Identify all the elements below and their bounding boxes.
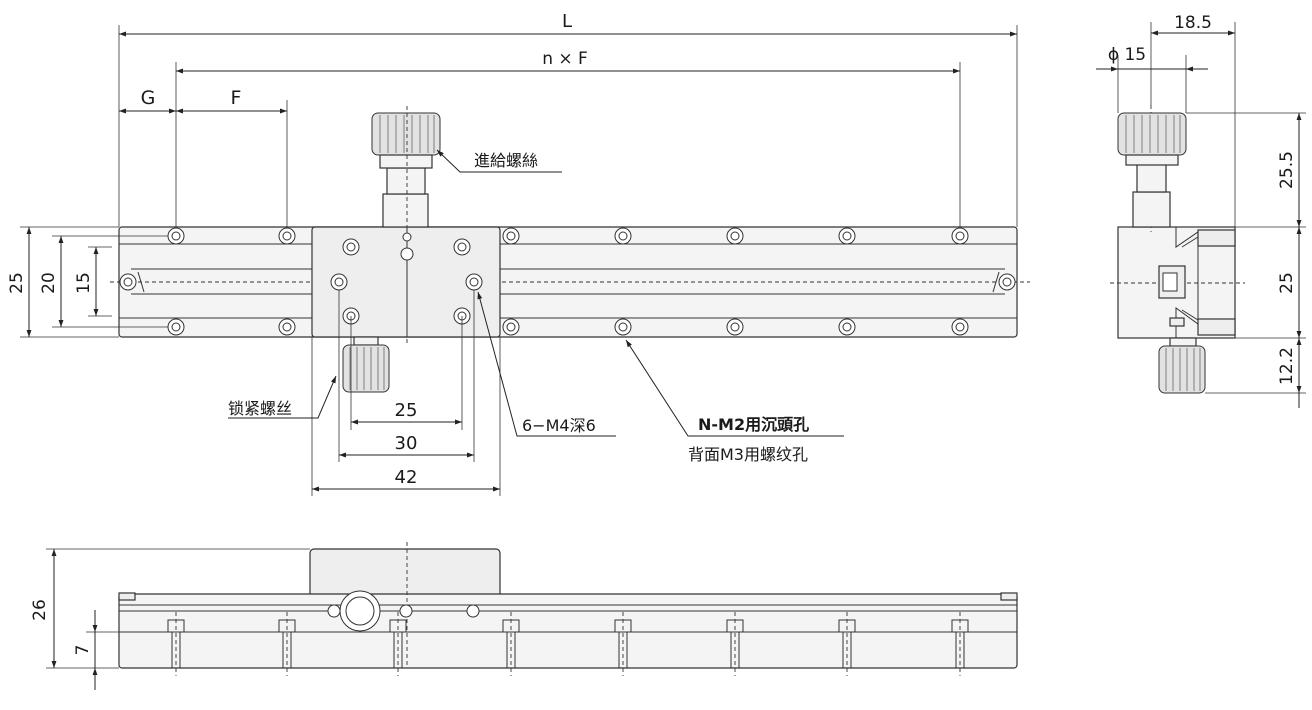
dim-7-label: 7 <box>73 645 93 656</box>
feed-screw-label: 進給螺絲 <box>474 151 538 170</box>
dim-L-label: L <box>562 11 572 32</box>
dim-25-5-label: 25.5 <box>1277 151 1297 189</box>
dim-15-label: 15 <box>74 272 94 294</box>
dim-12-2-label: 12.2 <box>1277 347 1297 385</box>
rail-holes <box>119 227 1016 336</box>
dim-20-label: 20 <box>39 272 59 294</box>
lock-screw-knob <box>342 336 390 393</box>
dim-G-label: G <box>141 87 156 109</box>
feed-screw-knob <box>371 106 441 261</box>
dim-holes-25-label: 25 <box>395 400 418 421</box>
dim-42-label: 42 <box>395 467 418 488</box>
dim-phi15-label: ϕ 15 <box>1108 45 1146 65</box>
dim-18-5-label: 18.5 <box>1174 13 1212 33</box>
lock-screw-label: 锁紧螺丝 <box>228 399 292 418</box>
top-view: L n × F G F 25 20 15 25 30 42 進給螺絲 锁紧螺丝 … <box>7 11 1030 496</box>
tapped-holes-label: 6−M4深6 <box>522 416 596 435</box>
dim-side-25-label: 25 <box>1277 272 1297 294</box>
back-thread-label: 背面M3用螺纹孔 <box>688 445 808 464</box>
counterbore-label: N-M2用沉頭孔 <box>698 415 809 434</box>
dim-nF-label: n × F <box>542 49 588 69</box>
dim-height-25-label: 25 <box>7 272 27 294</box>
front-view: 26 7 <box>30 542 1018 690</box>
side-view: 18.5 ϕ 15 25.5 25 12.2 <box>1096 13 1306 408</box>
dim-30-label: 30 <box>395 433 418 454</box>
dim-F-label: F <box>231 87 242 109</box>
dim-26-label: 26 <box>30 599 50 621</box>
